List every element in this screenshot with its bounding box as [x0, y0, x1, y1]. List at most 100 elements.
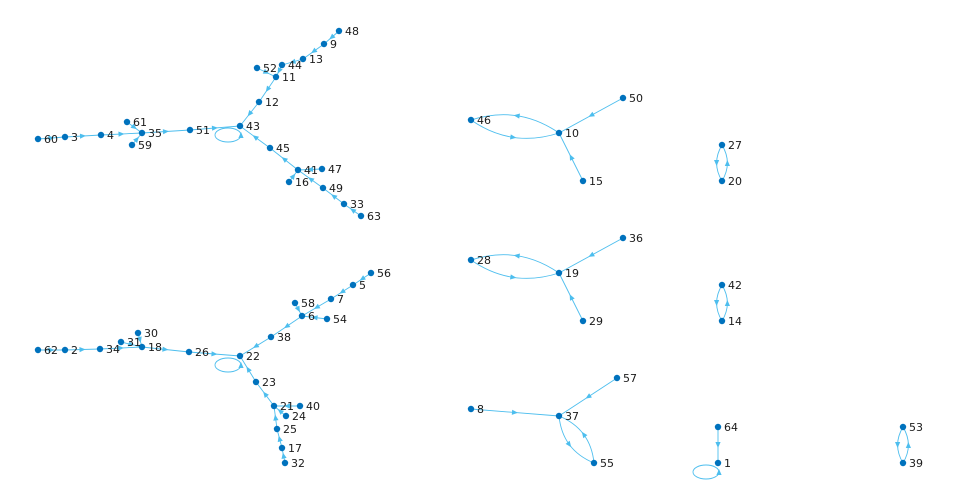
node-30[interactable] [134, 329, 142, 337]
node-17[interactable] [278, 444, 286, 452]
node-8[interactable] [467, 405, 475, 413]
edge-5-to-7-arrow [339, 288, 346, 294]
node-label-14: 14 [728, 315, 742, 328]
edge-47-to-41-arrow [307, 166, 314, 172]
node-9[interactable] [320, 40, 328, 48]
node-59[interactable] [128, 141, 136, 149]
node-10[interactable] [555, 129, 563, 137]
node-22[interactable] [236, 352, 244, 360]
node-label-50: 50 [629, 92, 643, 105]
node-54[interactable] [323, 315, 331, 323]
node-label-52: 52 [263, 62, 277, 75]
node-18[interactable] [138, 343, 146, 351]
nodes-layer [34, 27, 907, 467]
edge-45-to-43-arrow [252, 135, 259, 141]
node-16[interactable] [285, 178, 293, 186]
node-35[interactable] [138, 129, 146, 137]
node-52[interactable] [253, 64, 261, 72]
edge-55-to-37 [558, 415, 595, 464]
edge-62-to-2-arrow [48, 347, 55, 353]
node-label-10: 10 [565, 127, 579, 140]
node-53[interactable] [899, 423, 907, 431]
node-label-48: 48 [345, 25, 359, 38]
node-48[interactable] [335, 27, 343, 35]
node-label-43: 43 [246, 120, 260, 133]
node-31[interactable] [117, 338, 125, 346]
edge-48-to-9-arrow [329, 33, 336, 40]
node-13[interactable] [299, 55, 307, 63]
edge-55-to-37-arrow [581, 431, 588, 439]
node-5[interactable] [349, 281, 357, 289]
node-46[interactable] [467, 116, 475, 124]
node-label-34: 34 [106, 343, 120, 356]
node-38[interactable] [267, 333, 275, 341]
node-7[interactable] [327, 295, 335, 303]
node-39[interactable] [899, 459, 907, 467]
node-1[interactable] [714, 459, 722, 467]
node-24[interactable] [282, 412, 290, 420]
node-43[interactable] [236, 122, 244, 130]
node-37[interactable] [555, 412, 563, 420]
node-label-1: 1 [724, 457, 731, 470]
edge-22-to-22-arrow [238, 362, 244, 368]
node-41[interactable] [294, 166, 302, 174]
node-label-28: 28 [477, 254, 491, 267]
node-55[interactable] [590, 459, 598, 467]
edge-49-to-41-arrow [308, 177, 315, 183]
node-23[interactable] [252, 378, 260, 386]
node-61[interactable] [123, 118, 131, 126]
node-33[interactable] [340, 200, 348, 208]
node-56[interactable] [367, 269, 375, 277]
node-27[interactable] [718, 141, 726, 149]
edge-1-to-1-arrow [716, 469, 722, 475]
node-44[interactable] [278, 61, 286, 69]
node-label-59: 59 [138, 139, 152, 152]
node-51[interactable] [186, 126, 194, 134]
node-64[interactable] [714, 423, 722, 431]
edge-37-to-55-arrow [565, 440, 572, 448]
node-label-12: 12 [265, 96, 279, 109]
node-label-38: 38 [277, 331, 291, 344]
node-47[interactable] [318, 165, 326, 173]
node-50[interactable] [619, 94, 627, 102]
edge-46-to-10-arrow [510, 134, 517, 140]
node-20[interactable] [718, 177, 726, 185]
edge-6-to-38-arrow [284, 322, 291, 329]
node-58[interactable] [291, 299, 299, 307]
node-12[interactable] [255, 98, 263, 106]
node-32[interactable] [281, 459, 289, 467]
node-label-31: 31 [127, 336, 141, 349]
node-34[interactable] [96, 345, 104, 353]
node-26[interactable] [185, 348, 193, 356]
node-63[interactable] [357, 212, 365, 220]
node-6[interactable] [298, 312, 306, 320]
node-label-15: 15 [589, 175, 603, 188]
node-60[interactable] [34, 135, 42, 143]
node-49[interactable] [319, 184, 327, 192]
node-57[interactable] [613, 374, 621, 382]
node-15[interactable] [579, 177, 587, 185]
node-36[interactable] [619, 234, 627, 242]
edge-25-to-21-arrow [273, 414, 279, 421]
node-62[interactable] [34, 346, 42, 354]
node-21[interactable] [270, 402, 278, 410]
node-label-41: 41 [304, 164, 318, 177]
edge-35-to-51-arrow [162, 129, 169, 135]
edge-51-to-43-arrow [211, 125, 218, 131]
node-42[interactable] [718, 281, 726, 289]
node-40[interactable] [296, 402, 304, 410]
node-label-40: 40 [306, 400, 320, 413]
node-11[interactable] [272, 73, 280, 81]
node-2[interactable] [61, 346, 69, 354]
node-label-57: 57 [623, 372, 637, 385]
node-19[interactable] [555, 269, 563, 277]
node-29[interactable] [579, 317, 587, 325]
node-25[interactable] [273, 425, 281, 433]
node-14[interactable] [718, 317, 726, 325]
node-45[interactable] [266, 144, 274, 152]
node-28[interactable] [467, 256, 475, 264]
edge-8-to-37-arrow [511, 409, 518, 415]
node-4[interactable] [97, 131, 105, 139]
node-label-54: 54 [333, 313, 347, 326]
node-3[interactable] [61, 133, 69, 141]
